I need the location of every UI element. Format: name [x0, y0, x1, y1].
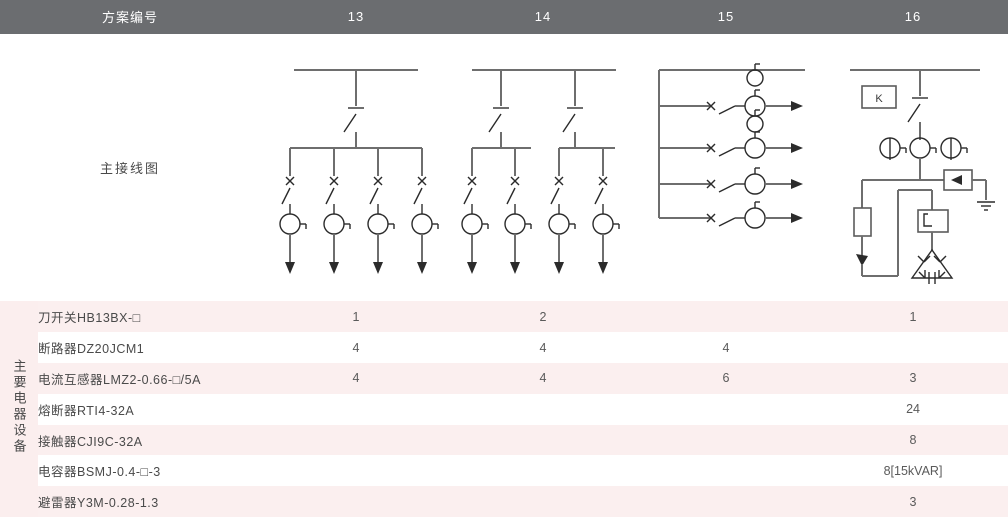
horizontal-four-feeder-diagram — [658, 63, 806, 229]
feeder-branch — [460, 147, 489, 274]
row-label: 熔断器RTI4-32A — [38, 393, 261, 425]
row-value: 8[15kVAR] — [818, 455, 1008, 487]
main-wiring-diagram-row: 主接线图 — [0, 33, 1008, 302]
single-incoming-four-feeder-diagram — [279, 68, 439, 274]
table-row: 电容器BSMJ-0.4-□-3 8[15kVAR] — [0, 455, 1008, 487]
row-value — [634, 393, 819, 425]
row-value — [634, 424, 819, 456]
row-value — [452, 486, 635, 517]
row-value — [260, 455, 453, 487]
capacitor-compensation-diagram: K — [850, 68, 996, 284]
header-column-13: 13 — [260, 0, 453, 34]
row-value — [634, 301, 819, 333]
feeder-branch — [659, 63, 804, 117]
contactor-capacitor-branch — [910, 189, 954, 284]
row-value: 3 — [818, 486, 1008, 517]
fuse-branch — [853, 179, 933, 277]
header-column-14: 14 — [452, 0, 635, 34]
row-value: 3 — [818, 363, 1008, 394]
row-label: 断路器DZ20JCM1 — [38, 332, 261, 364]
row-value — [260, 486, 453, 517]
group-label-main-equipment: 主要电器设备 — [0, 301, 38, 517]
main-wiring-diagram-label: 主接线图 — [100, 160, 161, 176]
header-column-16: 16 — [818, 0, 1008, 34]
diagram-cell-14 — [452, 33, 635, 302]
main-wiring-diagram-label-cell: 主接线图 — [0, 33, 261, 302]
feeder-branch — [659, 201, 804, 229]
diagram-cell-15 — [634, 33, 819, 302]
feeder-branch — [547, 147, 576, 274]
feeder-branch — [323, 147, 351, 274]
surge-arrester — [943, 168, 996, 211]
current-transformer-group — [879, 137, 968, 160]
row-value: 4 — [452, 332, 635, 364]
dual-incoming-four-feeder-diagram — [460, 68, 620, 274]
group-label-text: 主要电器设备 — [11, 358, 27, 455]
row-value — [818, 332, 1008, 364]
row-value — [452, 455, 635, 487]
row-value: 1 — [260, 301, 453, 333]
k-cabinet-label: K — [861, 84, 897, 109]
header-column-15: 15 — [634, 0, 819, 34]
k-label-text: K — [875, 93, 883, 105]
row-value: 4 — [452, 363, 635, 394]
table-row: 断路器DZ20JCM1 4 4 4 — [0, 332, 1008, 364]
table-header-row: 方案编号 13 14 15 16 — [0, 0, 1008, 34]
feeder-branch — [279, 147, 307, 274]
row-label: 接触器CJI9C-32A — [38, 424, 261, 456]
row-label: 电流互感器LMZ2-0.66-□/5A — [38, 363, 261, 394]
row-value — [260, 424, 453, 456]
row-value — [260, 393, 453, 425]
row-value — [452, 424, 635, 456]
row-value: 1 — [818, 301, 1008, 333]
table-row: 主要电器设备 刀开关HB13BX-□ 1 2 1 — [0, 301, 1008, 517]
feeder-branch — [367, 147, 395, 274]
row-value — [452, 393, 635, 425]
table-row: 接触器CJI9C-32A 8 — [0, 424, 1008, 456]
table-row: 熔断器RTI4-32A 24 — [0, 393, 1008, 425]
diagram-cell-16: K — [818, 33, 1008, 302]
row-label: 电容器BSMJ-0.4-□-3 — [38, 455, 261, 487]
row-value — [634, 455, 819, 487]
row-value: 24 — [818, 393, 1008, 425]
header-scheme-number: 方案编号 — [0, 0, 261, 34]
feeder-branch — [591, 147, 620, 274]
table-row: 电流互感器LMZ2-0.66-□/5A 4 4 6 3 — [0, 363, 1008, 394]
row-value: 4 — [260, 332, 453, 364]
row-value: 8 — [818, 424, 1008, 456]
row-value: 4 — [260, 363, 453, 394]
row-label: 避雷器Y3M-0.28-1.3 — [38, 486, 261, 517]
feeder-branch — [659, 167, 804, 195]
diagram-cell-13 — [260, 33, 453, 302]
row-value — [634, 486, 819, 517]
row-value: 4 — [634, 332, 819, 364]
table-row: 避雷器Y3M-0.28-1.3 3 — [0, 486, 1008, 517]
feeder-branch — [503, 147, 532, 274]
row-value: 6 — [634, 363, 819, 394]
feeder-branch — [411, 147, 439, 274]
row-value: 2 — [452, 301, 635, 333]
feeder-branch — [659, 109, 804, 159]
row-label: 刀开关HB13BX-□ — [38, 301, 261, 333]
